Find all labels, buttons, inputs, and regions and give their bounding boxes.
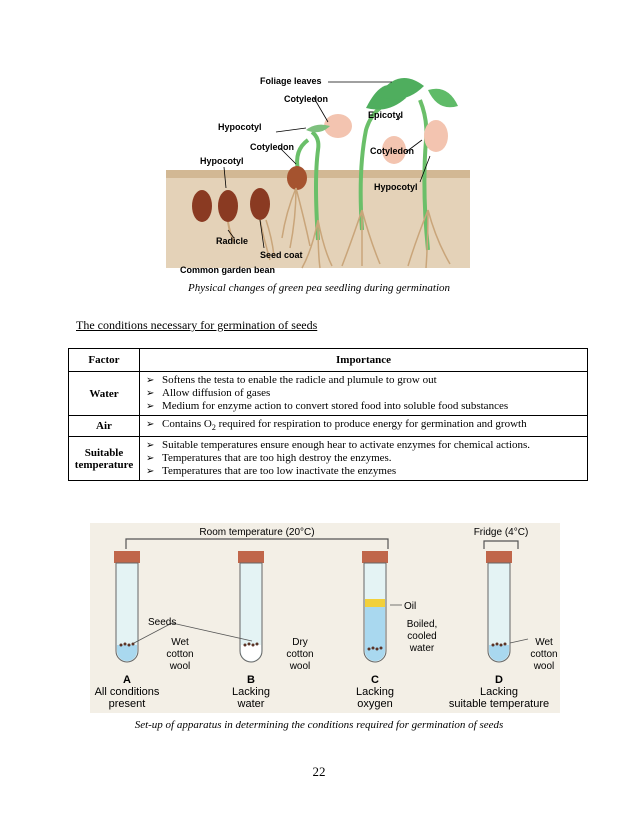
tube-c-letter: C	[371, 674, 379, 686]
tube-d-letter: D	[495, 674, 503, 686]
header-factor: Factor	[68, 348, 140, 372]
table-row: Water ➢Softens the testa to enable the r…	[68, 371, 588, 416]
label-foliage-leaves: Foliage leaves	[260, 76, 322, 86]
list-item: ➢Allow diffusion of gases	[146, 387, 271, 399]
tube-b-letter: B	[247, 674, 255, 686]
oil-label: Oil	[404, 601, 416, 612]
list-item: ➢Temperatures that are too low inactivat…	[146, 465, 397, 478]
tube-b-side-label: Dry	[292, 637, 308, 648]
seed-2	[218, 190, 238, 222]
label-common-bean: Common garden bean	[180, 265, 275, 275]
list-item: ➢Contains O2 required for respiration to…	[146, 418, 527, 433]
label-radicle: Radicle	[216, 236, 248, 246]
figure-background	[90, 523, 560, 713]
svg-text:Lacking: Lacking	[232, 686, 270, 698]
factor-cell: Air	[68, 414, 140, 438]
label-cotyledon-mid: Cotyledon	[250, 142, 294, 152]
table-header-row: Factor Importance	[68, 348, 588, 372]
svg-text:cotton: cotton	[286, 649, 313, 660]
label-epicotyl: Epicotyl	[368, 110, 403, 120]
arrow-bullet-icon: ➢	[146, 419, 155, 430]
list-item: ➢Temperatures that are too high destroy …	[146, 452, 392, 465]
seed-3	[250, 188, 270, 220]
tube-a-letter: A	[123, 674, 131, 686]
label-cotyledon-right: Cotyledon	[370, 146, 414, 156]
svg-text:cotton: cotton	[166, 649, 193, 660]
seed-1	[192, 190, 212, 222]
tube-c-side-label: Boiled,	[407, 619, 438, 630]
figure2-caption: Set-up of apparatus in determining the c…	[134, 719, 504, 731]
svg-text:cotton: cotton	[530, 649, 557, 660]
label-hypocotyl-right: Hypocotyl	[374, 182, 418, 192]
arrow-bullet-icon: ➢	[146, 401, 155, 412]
svg-text:water: water	[409, 643, 435, 654]
importance-cell: ➢Contains O2 required for respiration to…	[139, 414, 588, 438]
svg-text:Lacking: Lacking	[356, 686, 394, 698]
tube-d-side-label: Wet	[535, 637, 553, 648]
arrow-bullet-icon: ➢	[146, 440, 155, 452]
svg-text:oxygen: oxygen	[357, 698, 392, 710]
svg-text:wool: wool	[169, 661, 191, 672]
svg-text:wool: wool	[533, 661, 555, 672]
factor-cell: Water	[68, 371, 140, 416]
seeds-label: Seeds	[148, 617, 176, 628]
germination-conditions-table: Factor Importance Water ➢Softens the tes…	[68, 348, 588, 482]
room-temp-label: Room temperature (20°C)	[199, 527, 314, 538]
test-tube-a	[114, 551, 140, 663]
test-tube-b	[238, 551, 264, 663]
svg-text:present: present	[109, 698, 146, 710]
test-tube-c	[362, 551, 388, 663]
figure1-caption: Physical changes of green pea seedling d…	[187, 282, 451, 294]
label-hypocotyl-upper: Hypocotyl	[218, 122, 262, 132]
svg-text:cooled: cooled	[407, 631, 436, 642]
list-item: ➢Medium for enzyme action to convert sto…	[146, 400, 509, 412]
test-tube-d	[486, 551, 512, 663]
svg-text:wool: wool	[289, 661, 311, 672]
germination-figure: Foliage leaves Cotyledon Epicotyl Hypoco…	[166, 76, 470, 275]
importance-cell: ➢Suitable temperatures ensure enough hea…	[139, 436, 588, 482]
svg-text:water: water	[237, 698, 265, 710]
table-row: Air ➢Contains O2 required for respiratio…	[68, 414, 588, 438]
list-item: ➢Suitable temperatures ensure enough hea…	[146, 439, 531, 452]
arrow-bullet-icon: ➢	[146, 388, 155, 399]
importance-cell: ➢Softens the testa to enable the radicle…	[139, 371, 588, 416]
svg-text:All conditions: All conditions	[95, 686, 160, 698]
tube-a-side-label: Wet	[171, 637, 189, 648]
header-importance: Importance	[139, 348, 588, 372]
label-cotyledon-top: Cotyledon	[284, 94, 328, 104]
svg-text:Lacking: Lacking	[480, 686, 518, 698]
apparatus-figure: Room temperature (20°C) Fridge (4°C) See…	[90, 523, 560, 713]
label-hypocotyl-left: Hypocotyl	[200, 156, 244, 166]
arrow-bullet-icon: ➢	[146, 453, 155, 465]
label-seed-coat: Seed coat	[260, 250, 303, 260]
fridge-label: Fridge (4°C)	[474, 527, 529, 538]
arrow-bullet-icon: ➢	[146, 466, 155, 478]
section-heading: The conditions necessary for germination…	[76, 318, 318, 332]
arrow-bullet-icon: ➢	[146, 375, 155, 386]
page-number: 22	[312, 764, 326, 779]
list-item: ➢Softens the testa to enable the radicle…	[146, 374, 437, 386]
svg-text:suitable temperature: suitable temperature	[449, 698, 549, 710]
